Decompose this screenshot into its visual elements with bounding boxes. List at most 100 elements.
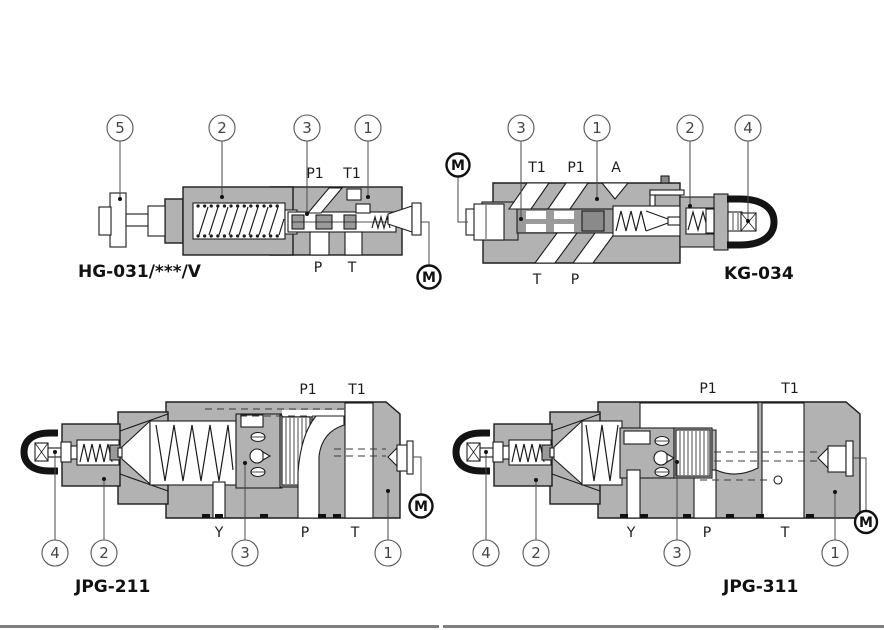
jpg311-gauge-label: M <box>859 515 873 531</box>
jpg211-callout-1 <box>374 539 402 567</box>
jpg311-body <box>452 401 861 519</box>
jpg311-callout-2 <box>522 539 550 567</box>
kg034-t-channel <box>533 232 579 264</box>
kg034-port-t1: T1 <box>527 160 545 176</box>
kg034-p-channel <box>571 232 617 264</box>
kg034-a-port <box>600 182 630 200</box>
jpg211-callout-3-num: 3 <box>240 544 250 562</box>
hg031-callout-2 <box>208 114 236 142</box>
kg034-spool <box>516 208 622 234</box>
valve-jpg311: 4 2 3 1 M P1 T1 Y P T JPG-311 <box>452 381 879 597</box>
jpg211-end-cap <box>20 429 58 475</box>
hg031-spool <box>287 203 397 233</box>
jpg311-outlet-cavity <box>639 402 759 475</box>
hg031-callout-3 <box>293 114 321 142</box>
kg034-gauge: M <box>445 152 471 223</box>
hg031-callout-5-num: 5 <box>115 119 125 137</box>
jpg311-model-label: JPG-311 <box>722 577 798 597</box>
kg034-model-label: KG-034 <box>724 264 794 284</box>
jpg311-port-y: Y <box>626 525 636 541</box>
kg034-callout-2 <box>676 114 704 142</box>
jpg211-port-p: P <box>301 525 309 541</box>
jpg311-y-port <box>626 469 641 519</box>
hg031-port-p1: P1 <box>306 166 323 182</box>
hg031-callout-2-num: 2 <box>217 119 227 137</box>
jpg311-spool <box>619 427 713 479</box>
kg034-end-cap <box>727 195 778 249</box>
jpg311-port-p1: P1 <box>699 381 716 397</box>
valve-hg031: 5 2 3 1 M P1 T1 P T HG-031/***/V <box>78 114 442 290</box>
jpg211-callout-1-num: 1 <box>383 544 393 562</box>
hg031-t1-stub <box>346 188 362 201</box>
jpg311-main-spring <box>553 419 623 486</box>
kg034-port-p: P <box>571 272 579 288</box>
hg031-callout-5 <box>106 114 134 142</box>
kg034-spring <box>612 205 681 237</box>
hg031-model-label: HG-031/***/V <box>78 262 202 282</box>
hg031-callouts: 5 2 3 1 <box>106 114 382 216</box>
hg031-gauge: M <box>416 221 442 290</box>
jpg211-t1-gallery <box>344 402 374 519</box>
jpg311-callout-3 <box>663 539 691 567</box>
jpg211-gauge-label: M <box>414 499 428 515</box>
page-bottom-rule <box>0 625 884 628</box>
valve-kg034: 3 1 2 4 M T1 P1 A T P KG-034 <box>445 114 794 288</box>
kg034-gauge-circle <box>445 152 471 178</box>
hg031-callout-3-num: 3 <box>302 119 312 137</box>
jpg311-gauge: M <box>853 457 879 535</box>
jpg311-callout-4-num: 4 <box>481 544 491 562</box>
jpg211-port-y: Y <box>214 525 224 541</box>
jpg211-port-t1: T1 <box>347 382 365 398</box>
hg031-spring <box>192 202 298 240</box>
jpg311-m-plug <box>817 440 854 477</box>
jpg211-main-spring <box>121 419 237 486</box>
jpg311-port-t: T <box>780 525 790 541</box>
jpg211-callout-3 <box>231 539 259 567</box>
hg031-port-t: T <box>347 260 357 276</box>
jpg211-m-plug <box>387 440 414 475</box>
hg031-body <box>98 186 422 256</box>
jpg311-callout-1 <box>821 539 849 567</box>
jpg211-gauge-circle <box>408 493 434 519</box>
kg034-gauge-label: M <box>451 158 465 174</box>
hg031-p1-channel <box>306 187 344 214</box>
jpg211-port-p1: P1 <box>299 382 316 398</box>
hg031-port-p: P <box>314 260 322 276</box>
jpg211-callouts: 4 2 3 1 <box>41 450 402 567</box>
jpg211-port-t: T <box>350 525 360 541</box>
jpg311-callout-2-num: 2 <box>531 544 541 562</box>
jpg311-pilot-orifice <box>773 475 783 485</box>
kg034-p1-channel <box>546 182 590 210</box>
hg031-gauge-circle <box>416 264 442 290</box>
jpg211-model-label: JPG-211 <box>74 577 150 597</box>
hg031-t-port <box>344 231 363 256</box>
jpg211-callout-2-num: 2 <box>99 544 109 562</box>
kg034-port-p1: P1 <box>567 160 584 176</box>
kg034-port-a: A <box>611 160 621 176</box>
kg034-callouts: 3 1 2 4 <box>507 114 762 223</box>
kg034-callout-3-num: 3 <box>516 119 526 137</box>
jpg311-port-t1: T1 <box>780 381 798 397</box>
jpg311-port-p: P <box>703 525 711 541</box>
jpg211-pilot-spring <box>76 439 127 466</box>
jpg311-seals <box>620 514 814 518</box>
jpg311-callout-1-num: 1 <box>830 544 840 562</box>
hg031-port-t1: T1 <box>342 166 360 182</box>
kg034-port-t: T <box>532 272 542 288</box>
kg034-callout-4 <box>734 114 762 142</box>
jpg311-callouts: 4 2 3 1 <box>472 450 849 567</box>
jpg311-callout-3-num: 3 <box>672 544 682 562</box>
jpg211-gauge: M <box>408 456 434 519</box>
hg031-handwheel <box>98 192 166 248</box>
jpg211-y-port <box>212 481 226 519</box>
kg034-callout-4-num: 4 <box>743 119 753 137</box>
jpg311-end-cap <box>452 429 490 475</box>
kg034-callout-1 <box>583 114 611 142</box>
jpg211-body <box>20 401 414 519</box>
hg031-callout-1 <box>354 114 382 142</box>
hg031-p-port <box>309 231 330 256</box>
jpg211-callout-4-num: 4 <box>50 544 60 562</box>
jpg311-gauge-circle <box>853 509 879 535</box>
jpg211-callout-2 <box>90 539 118 567</box>
